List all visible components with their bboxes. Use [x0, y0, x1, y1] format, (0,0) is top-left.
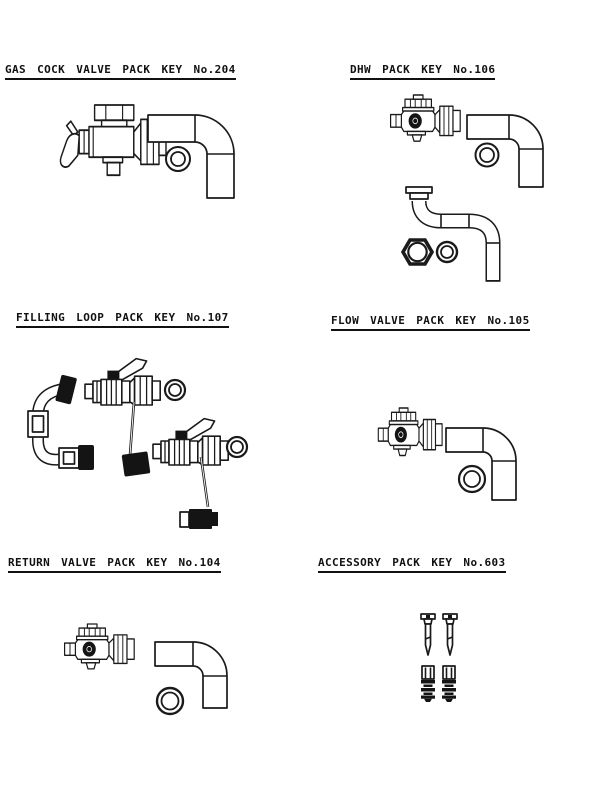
- cap-b: [179, 509, 218, 529]
- gas-cock-valve-drawing: [59, 104, 167, 177]
- return-valve-pack-drawing: [63, 623, 228, 716]
- pack-title-accessory: ACCESSORY PACK KEY No.603: [318, 556, 506, 573]
- ball-valve-b-drawing: [152, 417, 229, 466]
- ball-valve-a-drawing: [84, 357, 161, 406]
- flow-valve-pack-drawing: [377, 407, 517, 501]
- washer-drawing: [163, 378, 187, 402]
- filling-hose-drawing: [27, 374, 94, 470]
- chain-b: [179, 456, 218, 529]
- washer-drawing: [225, 435, 249, 459]
- washer-drawing: [155, 686, 185, 716]
- hex-nut-drawing: [400, 238, 435, 266]
- screw-drawing: [442, 613, 458, 656]
- cap-a: [121, 451, 151, 477]
- pack-title-return-valve: RETURN VALVE PACK KEY No.104: [8, 556, 221, 573]
- return-valve-drawing: [63, 623, 135, 670]
- washer-drawing: [474, 142, 500, 168]
- gas-cock-pack-drawing: [59, 104, 235, 199]
- offset-pipe-drawing: [405, 186, 501, 282]
- chain-a: [121, 401, 151, 477]
- pack-title-dhw: DHW PACK KEY No.106: [350, 63, 496, 80]
- filling-loop-pack-drawing: [27, 357, 249, 529]
- pack-title-gas-cock: GAS COCK VALVE PACK KEY No.204: [5, 63, 236, 80]
- wall-plug-drawing: [442, 665, 456, 702]
- screw-drawing: [420, 613, 436, 656]
- pack-title-flow-valve: FLOW VALVE PACK KEY No.105: [331, 314, 530, 331]
- elbow-pipe-drawing: [147, 114, 235, 199]
- elbow-pipe-drawing: [466, 114, 544, 188]
- washer-drawing: [457, 464, 487, 494]
- pack-title-filling-loop: FILLING LOOP PACK KEY No.107: [16, 311, 229, 328]
- wall-plug-drawing: [421, 665, 435, 702]
- accessory-pack-drawing: [420, 613, 458, 702]
- dhw-pack-drawing: [389, 94, 544, 282]
- dhw-valve-drawing: [389, 94, 461, 142]
- washer-drawing: [435, 240, 459, 264]
- elbow-pipe-drawing: [445, 427, 517, 501]
- flow-valve-drawing: [377, 407, 443, 457]
- elbow-pipe-drawing: [154, 641, 228, 709]
- washer-drawing: [165, 146, 191, 172]
